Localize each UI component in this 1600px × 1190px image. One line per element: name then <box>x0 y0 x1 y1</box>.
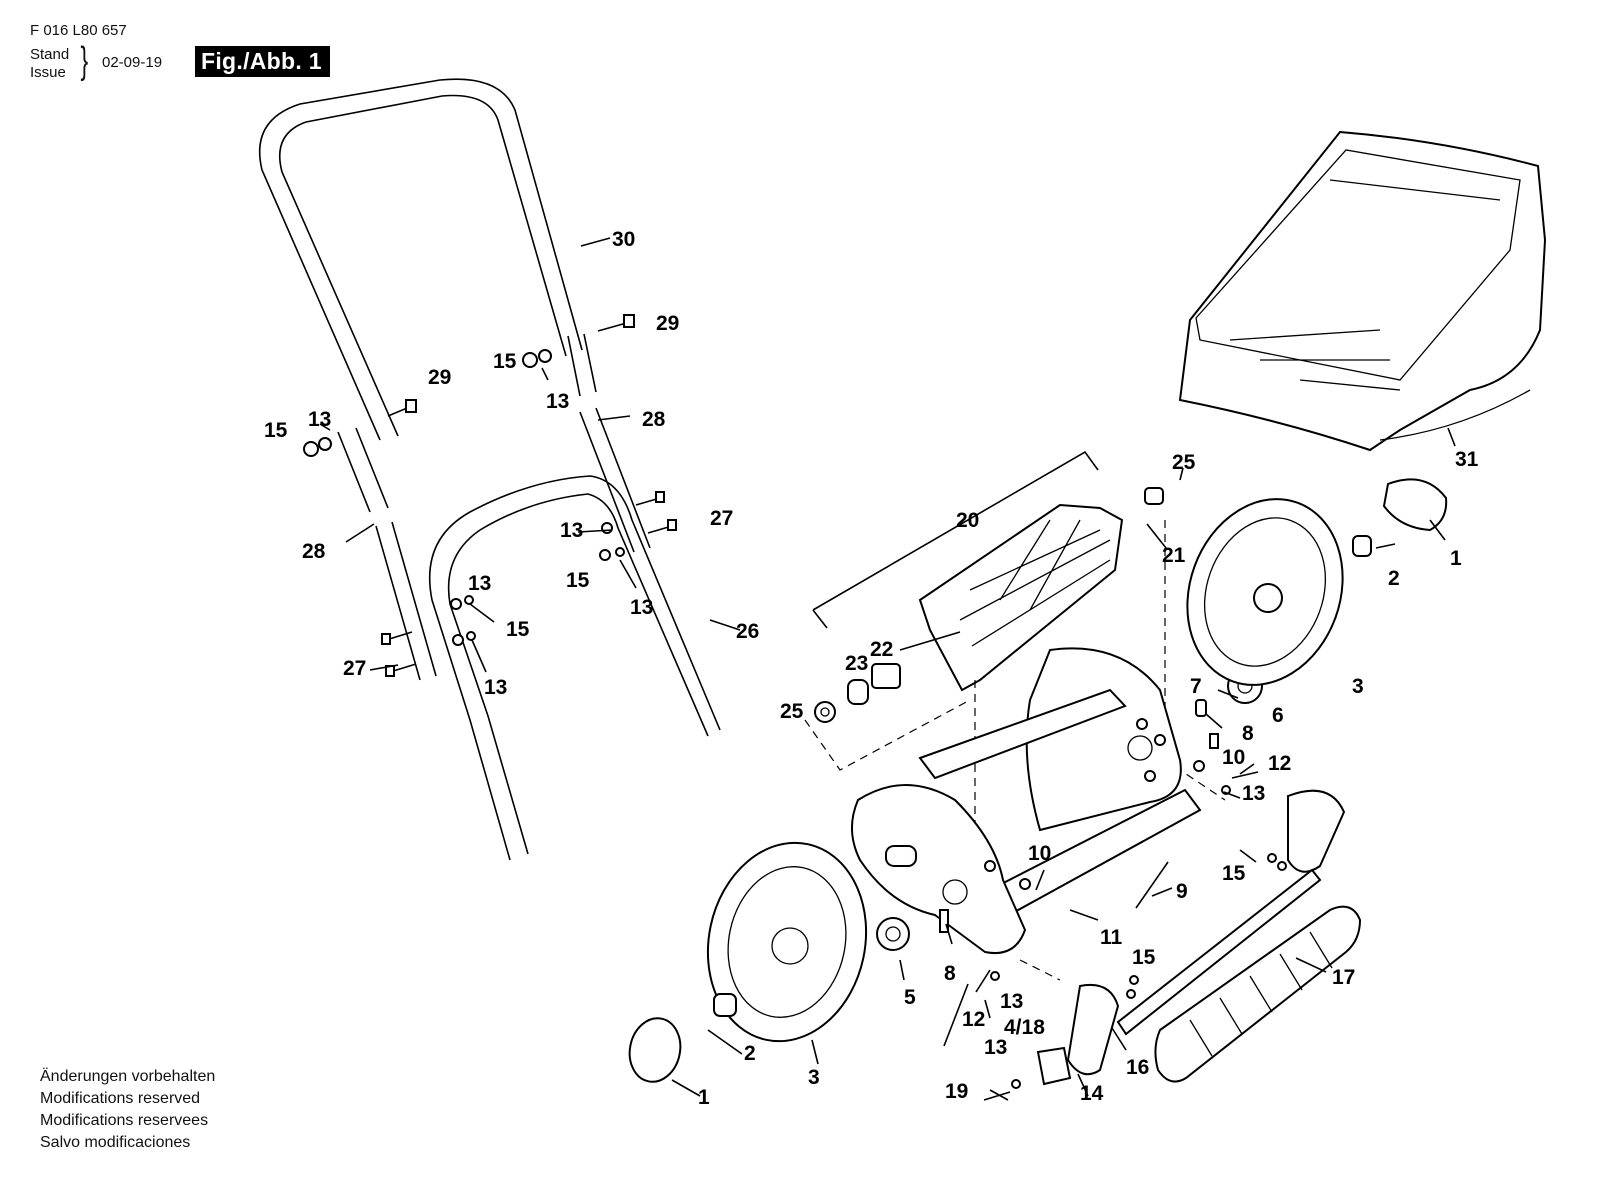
callout-14: 14 <box>1080 1082 1104 1105</box>
wheel-right <box>1186 498 1344 686</box>
callout-15: 15 <box>493 350 517 373</box>
roller-bracket-left <box>1066 984 1120 1076</box>
callout-27: 27 <box>710 507 733 530</box>
callout-2: 2 <box>744 1042 756 1065</box>
callout-29: 29 <box>656 312 679 335</box>
hub-cap-right <box>1382 478 1448 532</box>
chassis-crossbar <box>918 688 1202 922</box>
cutting-reel <box>899 487 1164 692</box>
note-line: Salvo modificaciones <box>40 1134 191 1151</box>
callout-13: 13 <box>484 676 507 699</box>
callout-12: 12 <box>1268 752 1291 775</box>
callout-10: 10 <box>1222 746 1245 769</box>
callout-13: 13 <box>1242 782 1265 805</box>
handle-tube-left <box>337 427 437 681</box>
small-fasteners <box>939 699 1287 1101</box>
callout-7: 7 <box>1190 675 1202 698</box>
callout-23: 23 <box>845 652 868 675</box>
callout-20: 20 <box>956 509 979 532</box>
callout-11: 11 <box>1100 926 1123 949</box>
stand-issue-labels: Stand Issue <box>30 46 69 82</box>
note-line: Modifications reserved <box>40 1090 201 1107</box>
roller-bracket-right <box>1287 789 1346 873</box>
callout-15: 15 <box>506 618 530 641</box>
axle-bolt-left <box>713 993 737 1017</box>
nuts-washers <box>303 349 625 646</box>
callout-13: 13 <box>560 519 583 542</box>
callout-13: 13 <box>984 1036 1007 1059</box>
callout-8: 8 <box>1242 722 1254 745</box>
callout-15: 15 <box>1222 862 1246 885</box>
callout-3: 3 <box>808 1066 820 1089</box>
callout-15: 15 <box>566 569 590 592</box>
callout-28: 28 <box>302 540 326 563</box>
wheel-left <box>706 841 868 1043</box>
reel-shaft-parts <box>814 663 901 723</box>
callout-28: 28 <box>642 408 666 431</box>
roller <box>1154 905 1362 1083</box>
bolt-29-right <box>597 314 635 332</box>
callout-3: 3 <box>1352 675 1364 698</box>
callout-13: 13 <box>468 572 491 595</box>
callout-21: 21 <box>1162 544 1186 567</box>
bolts-27-left <box>381 631 417 677</box>
roller-shaft <box>1116 868 1322 1036</box>
leader-lines <box>319 237 1456 1101</box>
callout-25: 25 <box>1172 451 1196 474</box>
callout-27: 27 <box>343 657 366 680</box>
chassis-left-plate <box>850 784 1027 954</box>
callout-26: 26 <box>736 620 759 643</box>
callout-2: 2 <box>1388 567 1400 590</box>
pinion-gear-left <box>876 917 910 951</box>
issue-date: 02-09-19 <box>102 54 163 71</box>
hub-cap-left <box>628 1017 682 1083</box>
callout-19: 19 <box>945 1080 968 1103</box>
callout-30: 30 <box>612 228 635 251</box>
reel-bracket-20 <box>812 450 1099 629</box>
upper-handle <box>258 78 583 441</box>
note-line: Änderungen vorbehalten <box>40 1068 216 1085</box>
callout-10: 10 <box>1028 842 1051 865</box>
part-number: F 016 L80 657 <box>30 22 127 39</box>
callout-13: 13 <box>1000 990 1023 1013</box>
callout-15: 15 <box>264 419 288 442</box>
callout-31: 31 <box>1455 448 1479 471</box>
bolt-29-left <box>387 399 417 417</box>
callout-8: 8 <box>944 962 956 985</box>
chassis-right-plate <box>1025 647 1182 832</box>
note-line: Modifications reservees <box>40 1112 209 1129</box>
callout-12: 12 <box>962 1008 985 1031</box>
callout-1: 1 <box>698 1086 710 1109</box>
callout-13: 13 <box>630 596 653 619</box>
callout-9: 9 <box>1176 880 1188 903</box>
figure-label: Fig./Abb. 1 <box>195 46 330 77</box>
callout-1: 1 <box>1450 547 1462 570</box>
callout-labels: 30 29 29 15 13 15 13 28 28 27 13 15 13 1… <box>264 228 1479 1109</box>
callout-25: 25 <box>780 700 804 723</box>
stand-label: Stand <box>30 46 70 63</box>
callout-22: 22 <box>870 638 893 661</box>
bolts-27-right <box>635 491 677 534</box>
issue-label: Issue <box>30 64 66 81</box>
callout-13: 13 <box>308 408 331 431</box>
lower-frame <box>428 475 721 861</box>
callout-6: 6 <box>1272 704 1284 727</box>
axle-bolt-right <box>1352 535 1372 557</box>
callout-15: 15 <box>1132 946 1156 969</box>
modification-notes: Änderungen vorbehalten Modifications res… <box>40 1066 215 1154</box>
callout-4-18: 4/18 <box>1004 1016 1045 1039</box>
callout-13: 13 <box>546 390 569 413</box>
grass-catcher <box>1178 130 1547 452</box>
brace-glyph: } <box>80 40 89 82</box>
callout-5: 5 <box>904 986 916 1009</box>
callout-29: 29 <box>428 366 451 389</box>
callout-16: 16 <box>1126 1056 1149 1079</box>
callout-17: 17 <box>1332 966 1355 989</box>
